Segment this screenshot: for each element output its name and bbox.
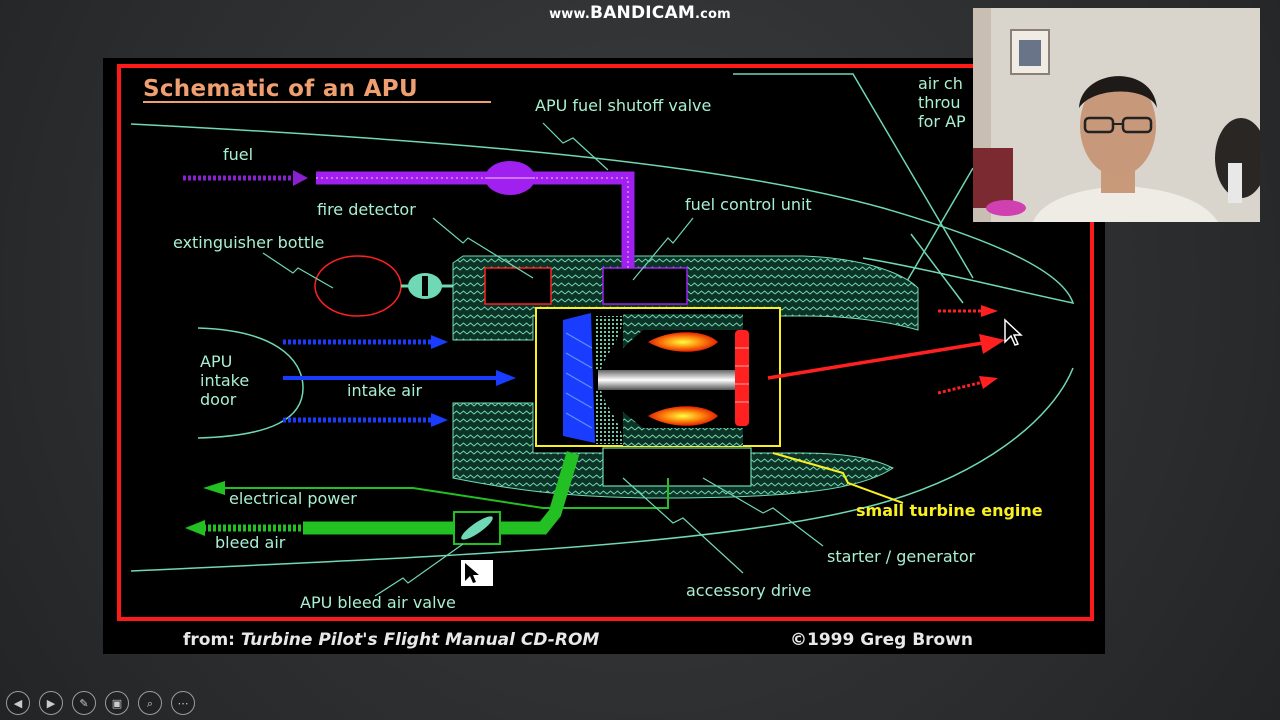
nacelle-upper-line (130, 123, 1075, 305)
label-apu-intake-door: APU intake door (200, 352, 250, 409)
turbine-shaft (598, 370, 740, 390)
label-apu-bleed-air-valve: APU bleed air valve (300, 593, 456, 612)
slide-title: Schematic of an APU (143, 76, 418, 102)
more-icon[interactable]: ⋯ (171, 691, 195, 715)
turbine-wheel (735, 330, 749, 426)
next-icon[interactable]: ▶ (39, 691, 63, 715)
slideshow-toolbar: ◀ ▶ ✎ ▣ ⌕ ⋯ (6, 691, 195, 717)
label-fuel: fuel (223, 145, 254, 164)
label-intake-air: intake air (347, 381, 423, 400)
compressor (563, 313, 595, 443)
slide-border (117, 64, 1094, 621)
bleed-air-duct (303, 451, 580, 535)
credit-source: from: Turbine Pilot's Flight Manual CD-R… (183, 630, 600, 650)
label-extinguisher-bottle: extinguisher bottle (173, 233, 325, 252)
webcam-person-image (973, 8, 1260, 222)
zoom-icon[interactable]: ⌕ (138, 691, 162, 715)
label-small-turbine-engine: small turbine engine (856, 501, 1043, 520)
electrical-power-line (223, 478, 669, 509)
mouse-pointer-icon (1004, 318, 1023, 346)
fuel-control-box (602, 267, 688, 305)
label-air-channel: air ch throu for AP (918, 74, 966, 131)
slides-icon[interactable]: ▣ (105, 691, 129, 715)
starter-generator-box (602, 447, 752, 487)
credit-copyright: ©1999 Greg Brown (790, 630, 974, 650)
label-fuel-control-unit: fuel control unit (685, 195, 812, 214)
label-fire-detector: fire detector (317, 200, 416, 219)
extinguisher-bottle (314, 255, 402, 317)
recorder-watermark: www.BANDICAM.com (549, 3, 731, 23)
label-starter-generator: starter / generator (827, 547, 976, 566)
apu-schematic (117, 64, 1094, 621)
fire-detector-box (484, 267, 552, 305)
leader-lines (262, 122, 824, 597)
nacelle-lower-line (130, 367, 1074, 572)
presentation-slide: Schematic of an APU APU fuel shutoff val… (103, 58, 1105, 654)
pen-icon[interactable]: ✎ (72, 691, 96, 715)
lower-flame (648, 406, 718, 426)
label-bleed-air: bleed air (215, 533, 286, 552)
label-electrical-power: electrical power (229, 489, 357, 508)
click-pointer-icon (461, 560, 493, 586)
exhaust-arrow (767, 341, 984, 380)
label-accessory-drive: accessory drive (686, 581, 812, 600)
fuel-line (316, 171, 635, 268)
label-fuel-shutoff-valve: APU fuel shutoff valve (535, 96, 712, 115)
intake-door (197, 327, 304, 439)
upper-flame (648, 332, 718, 352)
webcam-overlay (973, 8, 1260, 222)
prev-icon[interactable]: ◀ (6, 691, 30, 715)
